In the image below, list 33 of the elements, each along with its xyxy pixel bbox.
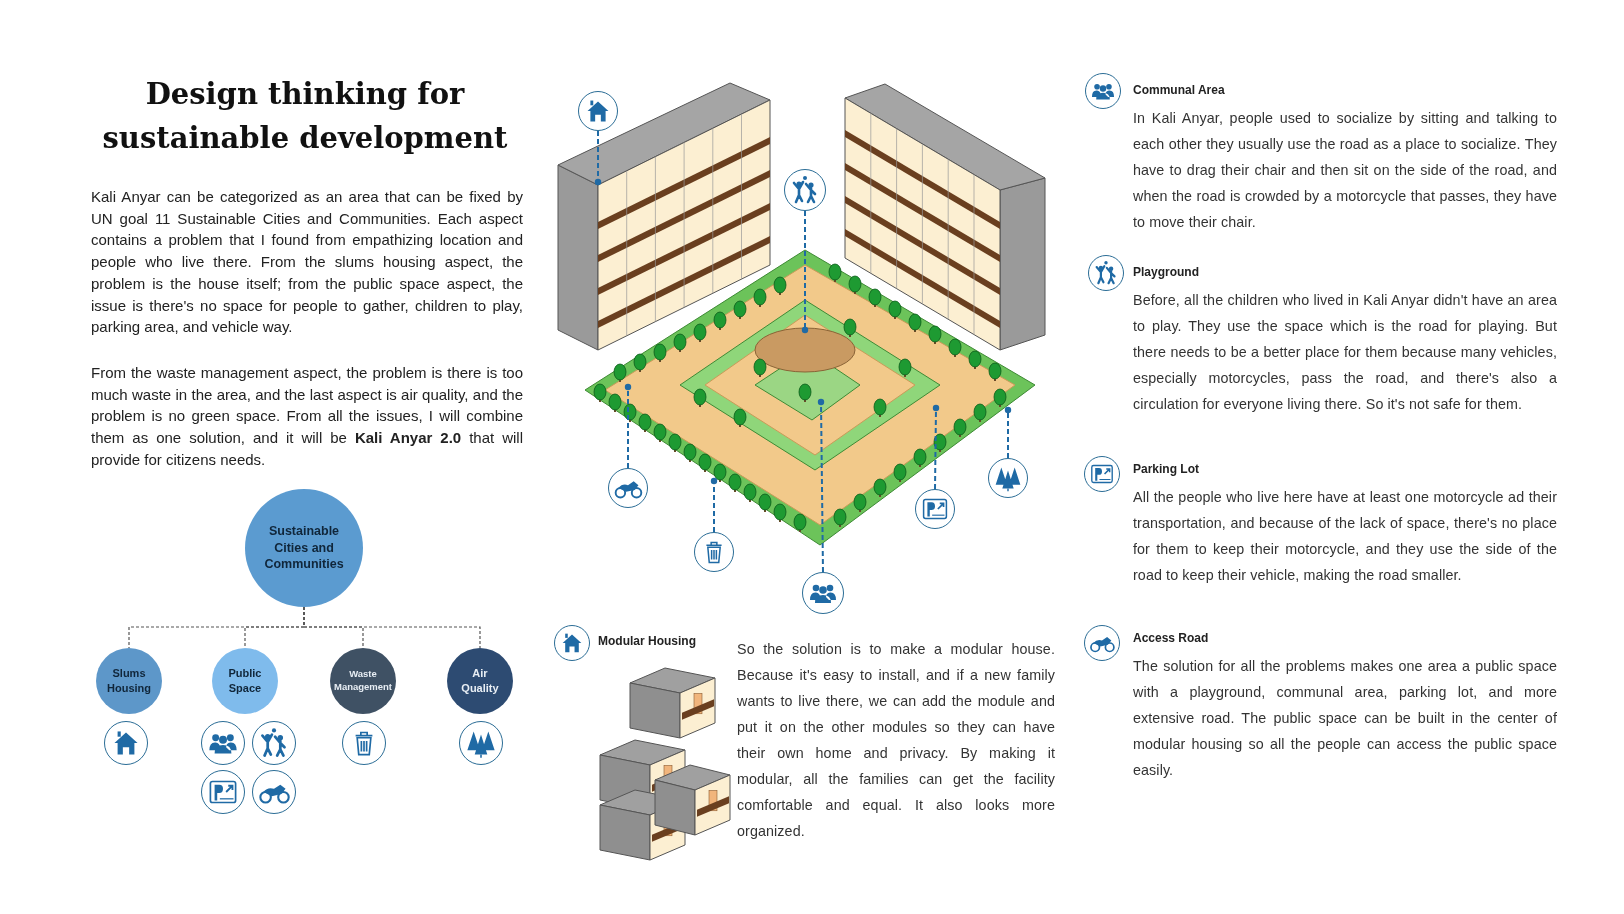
category-circle: Sustainable Cities and Communities bbox=[245, 489, 363, 607]
leader-line bbox=[801, 210, 809, 334]
section-heading: Playground bbox=[1133, 265, 1200, 279]
motorcycle-icon bbox=[608, 468, 648, 508]
trash-bin-icon bbox=[694, 532, 734, 572]
leader-line bbox=[624, 383, 632, 469]
group-of-people-icon bbox=[802, 572, 844, 614]
leader-line bbox=[932, 404, 940, 490]
category-circle: Waste Management bbox=[330, 648, 396, 714]
section-heading: Access Road bbox=[1133, 631, 1210, 645]
paragraph: The solution for all the problems makes one area a public space with a playground, communal area, parking lot, and more extensive road. The public space can be built in the center of modular housing so all the people can access the public space easily. bbox=[1133, 657, 1557, 780]
category-circle: Public Space bbox=[212, 648, 278, 714]
section-heading: Communal Area bbox=[1133, 83, 1226, 97]
parking-icon bbox=[915, 489, 955, 529]
category-circle: Slums Housing bbox=[96, 648, 162, 714]
paragraph: Kali Anyar can be categorized as an area that can be fixed by UN goal 11 Sustainable Cities and Communities. Each aspect contains a problem that I found from empathizing location and people who live there. From the slums housing aspect, the problem is the house itself; from the public space aspect, the issue is there's no space for people to gather, children to play, parking area, and vehicle way. bbox=[91, 187, 523, 338]
title-heading: Design thinking for sustainable development bbox=[101, 76, 509, 157]
section-heading: Parking Lot bbox=[1133, 462, 1200, 476]
section-heading: Modular Housing bbox=[598, 634, 697, 648]
trees-icon bbox=[988, 458, 1028, 498]
category-circle: Air Quality bbox=[447, 648, 513, 714]
leader-line bbox=[817, 398, 825, 573]
paragraph: In Kali Anyar, people used to socialize by sitting and talking to each other they usually use the road as a place to socialize. They have to drag their chair and then sit on the side of the road, and when the road is crowded by a motorcycle that passes, they have to move their chair. bbox=[1133, 109, 1557, 232]
leader-line bbox=[1004, 406, 1012, 459]
paragraph: So the solution is to make a modular house. Because it's easy to install, and if a new family wants to live there, we can add the module and put it on the other modules so they can have their own home and privacy. By making it modular, all the families can get the facility comfortable and equal. It also looks more organized. bbox=[737, 640, 1055, 841]
leader-line bbox=[594, 130, 602, 186]
house-icon bbox=[578, 91, 618, 131]
paragraph: All the people who live here have at least one motorcycle ad their transportation, and because of the lack of space, there's no place for them to keep their motorcycle, and they use the side of the road to keep their vehicle, making the road smaller. bbox=[1133, 488, 1557, 585]
children-playing-icon bbox=[784, 169, 826, 211]
leader-line bbox=[710, 477, 718, 533]
paragraph: Before, all the children who lived in Kali Anyar didn't have an area to play. They use the space which is the road for playing. But there needs to be a better place for them because many vehicles, especially motorcycles, pass the road, and there's also a circulation for everyone living there. So it's not safe for them. bbox=[1133, 291, 1557, 414]
connector-line bbox=[303, 606, 481, 649]
paragraph: From the waste management aspect, the problem is there is too much waste in the area, and the last aspect is air quality, and the problem is no green space. From all the issues, I will combine them as one solution, and it will be Kali Anyar 2.0 that will provide for citizens needs. bbox=[91, 363, 523, 470]
